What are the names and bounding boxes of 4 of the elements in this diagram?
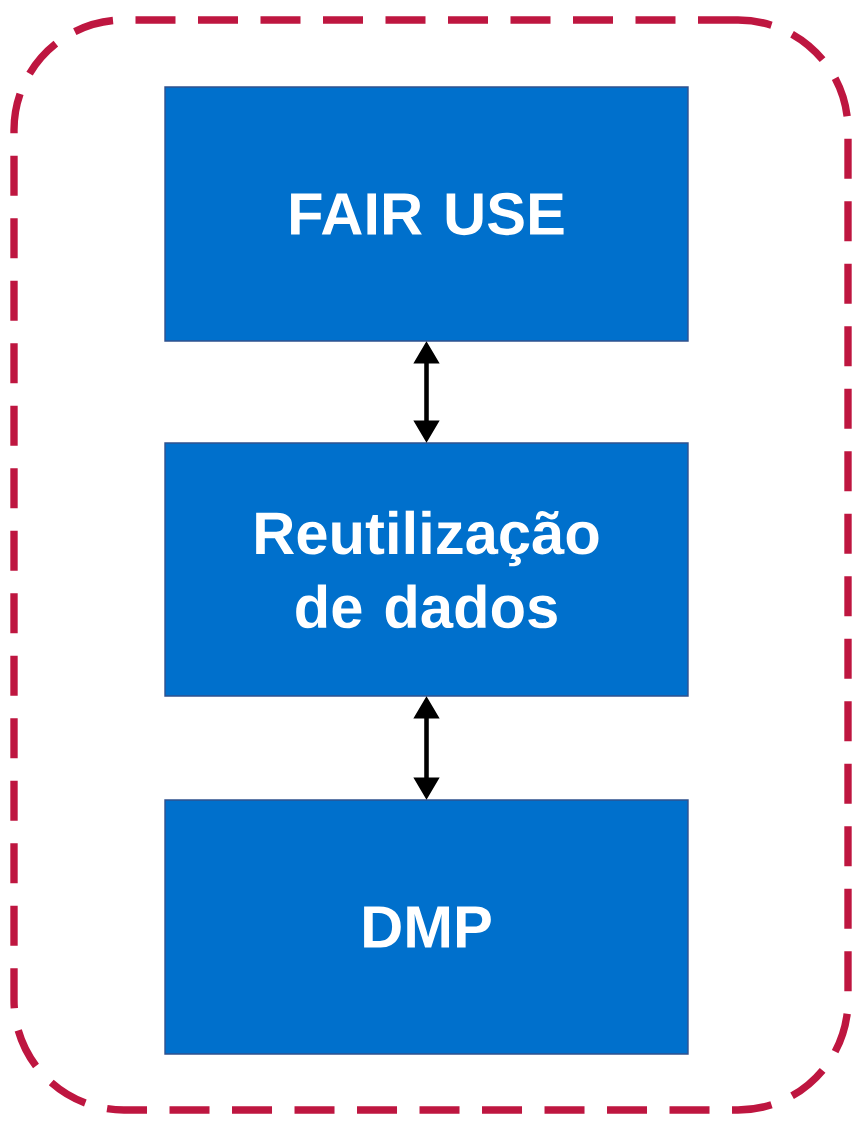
process-box: FAIR USE [164,86,689,342]
group-frame [10,16,852,1114]
process-box: DMP [164,799,689,1055]
process-box: Reutilização de dados [164,442,689,697]
